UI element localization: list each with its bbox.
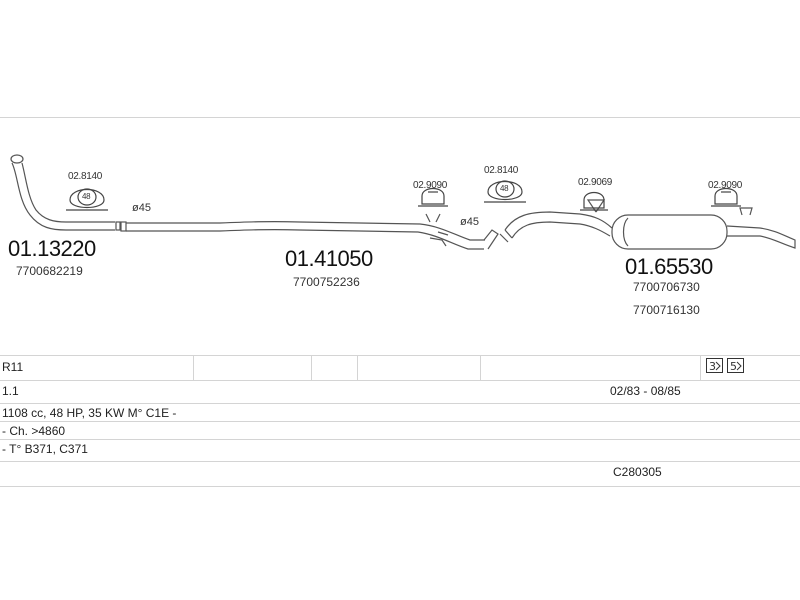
catalogue-code: C280305	[613, 465, 662, 479]
accessory-number[interactable]: 02.8140	[68, 171, 103, 182]
front-pipe-lower	[21, 162, 115, 223]
parts-info-icon[interactable]: 5	[727, 358, 744, 373]
middle-pipe-hanger	[429, 231, 449, 247]
chassis-number: - Ch. >4860	[2, 424, 66, 438]
front-pipe-end	[115, 221, 121, 231]
rubber-ring-badge: 48	[82, 192, 91, 201]
middle-pipe-sleeve	[120, 221, 127, 232]
rear-muffler-seam	[622, 217, 629, 247]
front-pipe-upper	[11, 162, 115, 231]
rubber-ring-icon	[484, 180, 526, 203]
rear-pipe-inlet-upper	[504, 211, 613, 231]
rear-pipe-inlet-end	[499, 229, 513, 243]
rear-tailpipe-bracket	[739, 207, 753, 216]
oem-number: 7700682219	[16, 264, 83, 278]
vehicle-types: - T° B371, C371	[2, 442, 88, 456]
rear-muffler-body	[611, 214, 728, 250]
oem-number: 7700706730	[633, 280, 700, 294]
part-number[interactable]: 01.65530	[625, 254, 713, 279]
rear-tailpipe	[726, 225, 796, 249]
middle-pipe-bracket	[425, 213, 441, 223]
diameter-label: ø45	[132, 202, 151, 214]
oem-number: 7700716130	[633, 303, 700, 317]
oem-number: 7700752236	[293, 275, 360, 289]
top-border	[0, 117, 800, 118]
rear-pipe-inlet-lower	[511, 221, 611, 239]
middle-pipe-end	[483, 229, 499, 250]
accessory-number[interactable]: 02.9090	[708, 180, 743, 191]
model-name: R11	[2, 360, 24, 374]
accessory-number[interactable]: 02.9090	[413, 180, 448, 191]
rubber-mount-icon	[580, 191, 608, 211]
svg-text:3: 3	[709, 360, 716, 373]
rubber-mount-icon	[711, 187, 741, 207]
engine-size: 1.1	[2, 384, 19, 398]
fitting-instructions-icon[interactable]: 3	[706, 358, 723, 373]
production-years: 02/83 - 08/85	[610, 384, 681, 398]
diameter-label: ø45	[460, 216, 479, 228]
rear-hanger-bracket	[586, 199, 606, 213]
accessory-number[interactable]: 02.8140	[484, 165, 519, 176]
rubber-mount-icon	[418, 187, 448, 207]
engine-spec: 1108 cc, 48 HP, 35 KW M° C1E -	[2, 406, 177, 420]
middle-pipe-lower	[126, 228, 484, 250]
svg-text:5: 5	[730, 360, 737, 373]
part-number[interactable]: 01.41050	[285, 246, 373, 271]
front-pipe-flange	[10, 154, 24, 164]
middle-pipe-upper	[126, 220, 485, 241]
rubber-ring-icon	[66, 188, 108, 211]
part-number[interactable]: 01.13220	[8, 236, 96, 261]
rubber-ring-badge: 48	[500, 184, 509, 193]
accessory-number[interactable]: 02.9069	[578, 177, 613, 188]
